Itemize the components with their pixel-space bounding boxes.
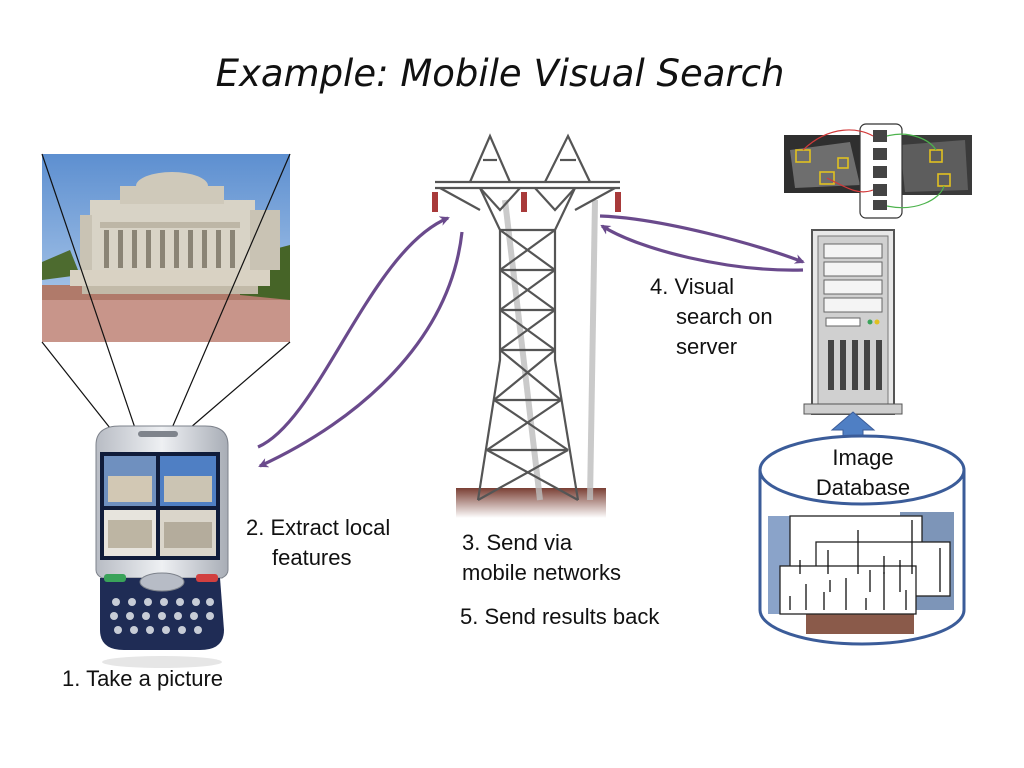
slide-title: Example: Mobile Visual Search — [215, 52, 785, 95]
step-send-networks: 3. Send via mobile networks — [462, 528, 621, 588]
step-extract-line1: 2. Extract local — [246, 515, 391, 540]
from-server-arrow — [600, 224, 804, 272]
building-photo — [42, 154, 290, 342]
step-search-line1: 4. Visual — [650, 274, 734, 299]
results-arrow — [258, 231, 464, 468]
step-extract-line2: features — [272, 545, 352, 570]
database-label-line1: Image — [832, 445, 894, 470]
step-take-picture: 1. Take a picture — [62, 666, 224, 691]
server-icon — [803, 229, 903, 415]
step-extract-features: 2. Extract local features — [246, 513, 390, 573]
step-search-line3: server — [676, 334, 738, 359]
transmission-tower-icon — [432, 133, 621, 518]
database-cylinder-icon — [758, 434, 966, 646]
step-send-results: 5. Send results back — [460, 604, 660, 629]
to-server-arrow — [599, 214, 805, 264]
step-send-line2: mobile networks — [462, 560, 621, 585]
step-visual-search: 4. Visual search on server — [650, 272, 773, 362]
camera-projection-lines — [41, 153, 291, 429]
feature-match-photo — [784, 123, 972, 219]
upload-arrow — [257, 216, 450, 449]
communication-arrows — [257, 214, 805, 468]
database-label: Image Database — [790, 443, 936, 503]
smartphone-icon — [95, 425, 229, 668]
step-send-line1: 3. Send via — [462, 530, 573, 555]
database-label-line2: Database — [815, 475, 911, 500]
step-search-line2: search on — [676, 304, 773, 329]
